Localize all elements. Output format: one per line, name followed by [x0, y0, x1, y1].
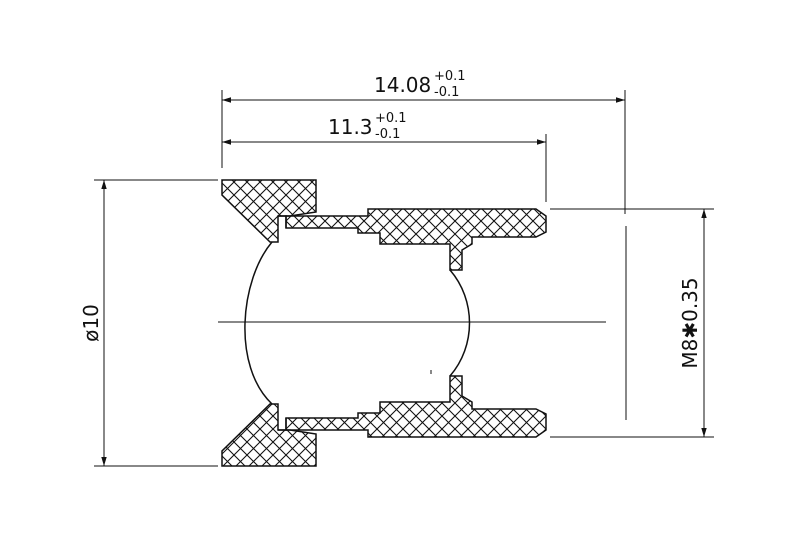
thread-length-tol-upper: +0.1: [375, 111, 407, 126]
thread-spec-label: M8✱0.35: [678, 277, 702, 368]
thread-length-tol-lower: -0.1: [375, 127, 400, 142]
dimension-overall-length: [221, 90, 626, 214]
lens-left-surface: [244, 241, 273, 405]
top-lip: [278, 215, 287, 228]
bottom-lip: [278, 418, 287, 431]
thread-length-value: 11.3: [328, 115, 373, 139]
top-barrel: [285, 208, 547, 271]
overall-length-tol-lower: -0.1: [434, 85, 459, 100]
overall-length-tol-upper: +0.1: [434, 69, 466, 84]
dimension-outer-diameter: [94, 179, 218, 467]
outer-diameter-label: ø10: [79, 304, 103, 342]
bottom-flange: [221, 403, 317, 467]
dimension-thread-spec: [550, 208, 714, 438]
overall-length-value: 14.08: [374, 73, 431, 97]
bottom-barrel: [285, 375, 547, 438]
lens-right-surface: [449, 269, 471, 377]
section-body: [221, 179, 547, 467]
top-flange: [221, 179, 317, 243]
dimension-thread-length: [222, 134, 547, 202]
